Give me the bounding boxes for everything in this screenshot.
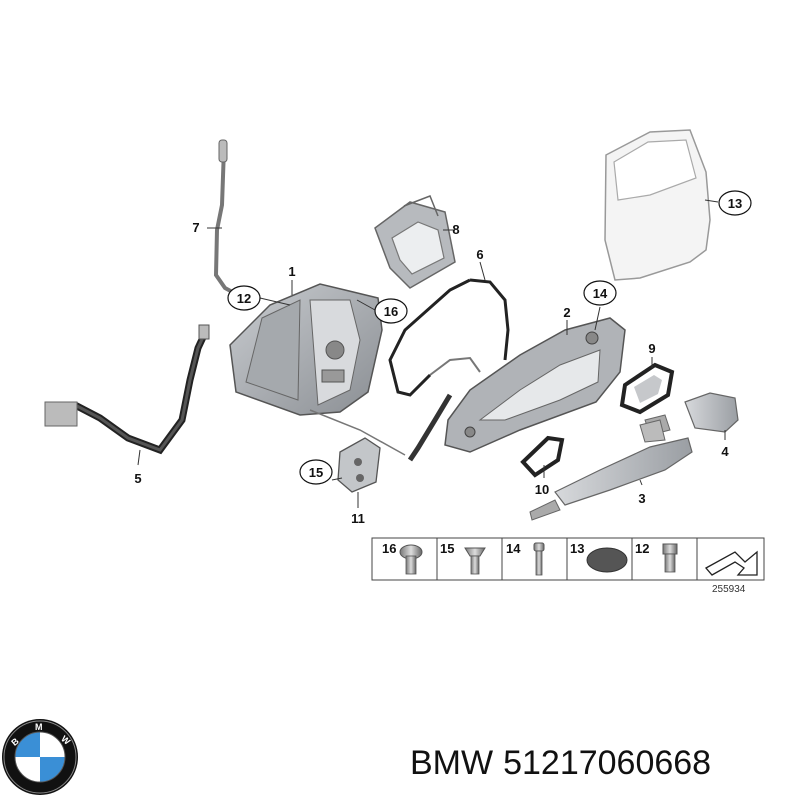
fastener-legend: 16 15 14 13 12 255934 bbox=[371, 537, 765, 595]
callout-14: 14 bbox=[583, 280, 617, 306]
svg-text:M: M bbox=[35, 722, 43, 732]
svg-text:2: 2 bbox=[563, 305, 570, 320]
callout-3: 3 bbox=[638, 491, 645, 506]
callout-4: 4 bbox=[721, 444, 729, 459]
legend-cell-12: 12 bbox=[635, 541, 678, 573]
brand-name: BMW bbox=[410, 744, 494, 782]
svg-text:1: 1 bbox=[288, 264, 295, 279]
svg-text:14: 14 bbox=[506, 541, 521, 556]
callout-12: 12 bbox=[227, 285, 261, 311]
svg-text:14: 14 bbox=[593, 286, 608, 301]
screw-14-icon bbox=[533, 542, 545, 552]
callout-1: 1 bbox=[288, 264, 295, 279]
part-10-gasket bbox=[520, 435, 565, 478]
svg-text:9: 9 bbox=[648, 341, 655, 356]
legend-cell-13: 13 bbox=[570, 541, 628, 573]
svg-text:15: 15 bbox=[309, 465, 323, 480]
svg-text:8: 8 bbox=[452, 222, 459, 237]
svg-text:12: 12 bbox=[635, 541, 649, 556]
part-13-door-panel bbox=[604, 129, 711, 281]
legend-cell-16: 16 bbox=[382, 541, 423, 575]
legend-cell-15: 15 bbox=[440, 541, 486, 575]
svg-text:13: 13 bbox=[570, 541, 584, 556]
callout-15: 15 bbox=[299, 459, 333, 485]
part-8-bracket bbox=[374, 195, 456, 289]
nut-12-icon bbox=[662, 543, 678, 555]
legend-cell-arrow bbox=[704, 550, 758, 576]
part-7-lock-rod bbox=[213, 139, 239, 297]
legend-cell-14: 14 bbox=[506, 541, 545, 576]
part-9-gasket bbox=[619, 362, 675, 415]
callout-7: 7 bbox=[192, 220, 199, 235]
svg-text:12: 12 bbox=[237, 291, 251, 306]
diagram-id: 255934 bbox=[712, 584, 746, 595]
callout-13: 13 bbox=[718, 190, 752, 216]
cap-13-icon bbox=[586, 547, 628, 573]
part-5-bowden-cable bbox=[44, 324, 210, 455]
svg-text:11: 11 bbox=[351, 511, 365, 526]
svg-text:5: 5 bbox=[134, 471, 141, 486]
bmw-logo: B M W bbox=[2, 719, 78, 795]
part-2-carrier bbox=[444, 317, 626, 453]
screw-15-icon bbox=[464, 547, 486, 557]
svg-text:13: 13 bbox=[728, 196, 742, 211]
svg-text:16: 16 bbox=[384, 304, 398, 319]
part-3-door-handle bbox=[529, 419, 693, 521]
svg-text:7: 7 bbox=[192, 220, 199, 235]
svg-text:16: 16 bbox=[382, 541, 396, 556]
svg-text:6: 6 bbox=[476, 247, 483, 262]
svg-text:3: 3 bbox=[638, 491, 645, 506]
svg-text:4: 4 bbox=[721, 444, 729, 459]
leader-lines bbox=[137, 199, 726, 508]
callout-9: 9 bbox=[648, 341, 655, 356]
part-number: 51217060668 bbox=[503, 744, 712, 782]
callout-10: 10 bbox=[535, 482, 549, 497]
callout-5: 5 bbox=[134, 471, 141, 486]
svg-text:15: 15 bbox=[440, 541, 454, 556]
callout-11: 11 bbox=[351, 511, 365, 526]
part-1-door-lock bbox=[229, 283, 383, 416]
callout-6: 6 bbox=[476, 247, 483, 262]
callout-8: 8 bbox=[452, 222, 459, 237]
part-11-plate bbox=[337, 437, 381, 493]
svg-text:10: 10 bbox=[535, 482, 549, 497]
callout-16: 16 bbox=[374, 298, 408, 324]
part-6-actuating-cable bbox=[309, 278, 510, 462]
direction-arrow-icon bbox=[704, 550, 758, 576]
callout-2: 2 bbox=[563, 305, 570, 320]
svg-text:B: B bbox=[9, 736, 21, 748]
